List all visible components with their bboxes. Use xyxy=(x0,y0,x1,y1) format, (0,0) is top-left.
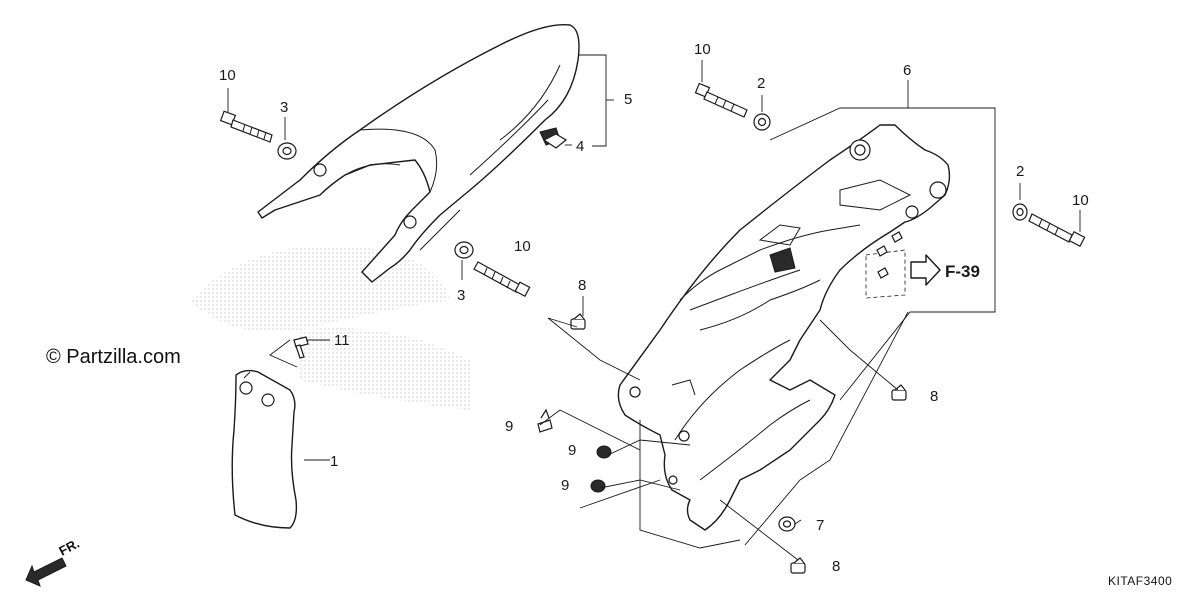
callout-11: 11 xyxy=(334,332,350,349)
washer-2-right[interactable] xyxy=(1012,203,1028,221)
leader-lines xyxy=(227,54,1081,561)
bolt-10-middle[interactable] xyxy=(473,261,531,298)
partzilla-watermark: © Partzilla.com xyxy=(46,346,181,368)
callout-2-upper: 2 xyxy=(757,75,765,92)
callout-3-lower: 3 xyxy=(457,287,465,304)
nut-9-lower[interactable] xyxy=(590,479,606,493)
collar-3-upper[interactable] xyxy=(277,142,297,160)
callout-4: 4 xyxy=(576,138,584,155)
bolt-10-upper-center[interactable] xyxy=(694,82,748,118)
front-direction-indicator: FR. xyxy=(25,536,82,587)
collar-3-lower[interactable] xyxy=(454,241,474,259)
rear-fender[interactable] xyxy=(617,124,951,531)
clip-9-upper[interactable] xyxy=(537,408,553,433)
bolt-8-right[interactable] xyxy=(891,384,907,401)
diagram-code: KITAF3400 xyxy=(1108,574,1172,588)
nut-9-middle[interactable] xyxy=(596,445,612,459)
callout-10-right: 10 xyxy=(1072,192,1089,209)
bolt-8-center[interactable] xyxy=(570,313,586,330)
callout-8-bottom: 8 xyxy=(832,558,840,575)
bolt-8-bottom[interactable] xyxy=(790,557,806,574)
washer-7[interactable] xyxy=(778,516,796,532)
callout-9-upper: 9 xyxy=(505,418,513,435)
screw-11[interactable] xyxy=(293,336,309,359)
rear-hugger[interactable] xyxy=(231,369,298,529)
reference-label-f39[interactable]: F-39 xyxy=(945,262,980,281)
callout-7: 7 xyxy=(816,517,824,534)
front-direction-label: FR. xyxy=(56,536,82,559)
callout-1: 1 xyxy=(330,453,338,470)
rubber-4[interactable] xyxy=(542,133,568,149)
callout-labels: 10 3 5 4 10 3 11 1 10 2 6 2 10 8 8 9 9 9… xyxy=(219,41,1089,575)
callout-2-right: 2 xyxy=(1016,163,1024,180)
bolt-10-upper-left[interactable] xyxy=(219,110,273,143)
callout-8-center: 8 xyxy=(578,277,586,294)
callout-9-middle: 9 xyxy=(568,442,576,459)
callout-8-right: 8 xyxy=(930,388,938,405)
callout-6: 6 xyxy=(903,62,911,79)
washer-2-upper[interactable] xyxy=(753,113,771,131)
callout-10-middle: 10 xyxy=(514,238,531,255)
reference-box-f39[interactable] xyxy=(865,231,941,299)
callout-3-upper: 3 xyxy=(280,99,288,116)
callout-10-upper-center: 10 xyxy=(694,41,711,58)
callout-9-lower: 9 xyxy=(561,477,569,494)
front-arrow-icon xyxy=(25,557,67,587)
callout-5: 5 xyxy=(624,91,632,108)
bolt-10-right[interactable] xyxy=(1028,213,1086,248)
seat-cowl[interactable] xyxy=(257,23,580,283)
callout-10-upper-left: 10 xyxy=(219,67,236,84)
background-logo-watermark xyxy=(190,245,470,410)
